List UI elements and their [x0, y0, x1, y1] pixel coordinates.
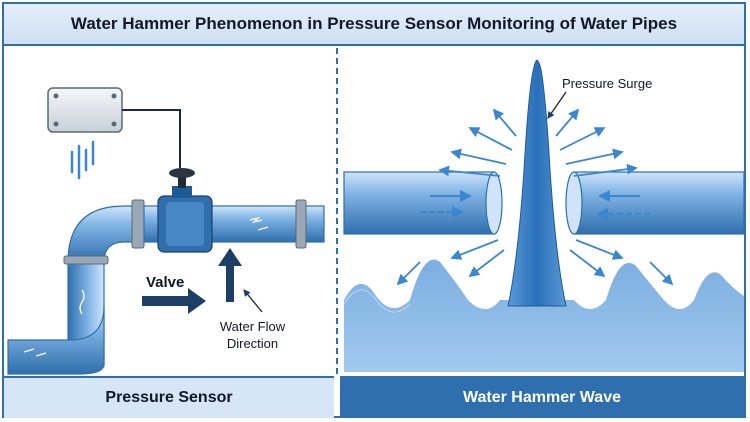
sensor-cable [122, 109, 181, 168]
pressure-sensor-caption: Pressure Sensor [105, 389, 233, 406]
burst-arrows [396, 108, 674, 286]
surge-label-pointer [547, 91, 567, 119]
pipe-flange-icon [295, 199, 307, 249]
water-hammer-wave-caption: Water Hammer Wave [463, 389, 621, 406]
flow-label-pointer [243, 289, 263, 313]
pressure-surge-label: Pressure Surge [562, 76, 653, 91]
valve-arrow [142, 288, 206, 314]
surge-pipe-right [565, 171, 745, 235]
surge-spike-icon [507, 59, 567, 307]
valve-handwheel-icon [157, 168, 213, 253]
pipe-flow-arrows [420, 190, 650, 220]
valve-label: Valve [146, 274, 185, 291]
water-flow-direction-label: Water Flow Direction [219, 319, 286, 351]
title-bar: Water Hammer Phenomenon in Pressure Sens… [4, 4, 744, 46]
pressure-sensor-box-icon [47, 87, 123, 133]
flow-arrow-icon [218, 248, 242, 302]
panel-divider [336, 48, 338, 374]
pipe-elbow [7, 199, 145, 375]
signal-lines-icon [70, 140, 95, 180]
surge-pipe-left [343, 171, 503, 235]
right-panel-caption: Water Hammer Wave [340, 376, 744, 418]
diagram-title: Water Hammer Phenomenon in Pressure Sens… [70, 14, 678, 33]
left-panel-caption: Pressure Sensor [4, 376, 334, 418]
